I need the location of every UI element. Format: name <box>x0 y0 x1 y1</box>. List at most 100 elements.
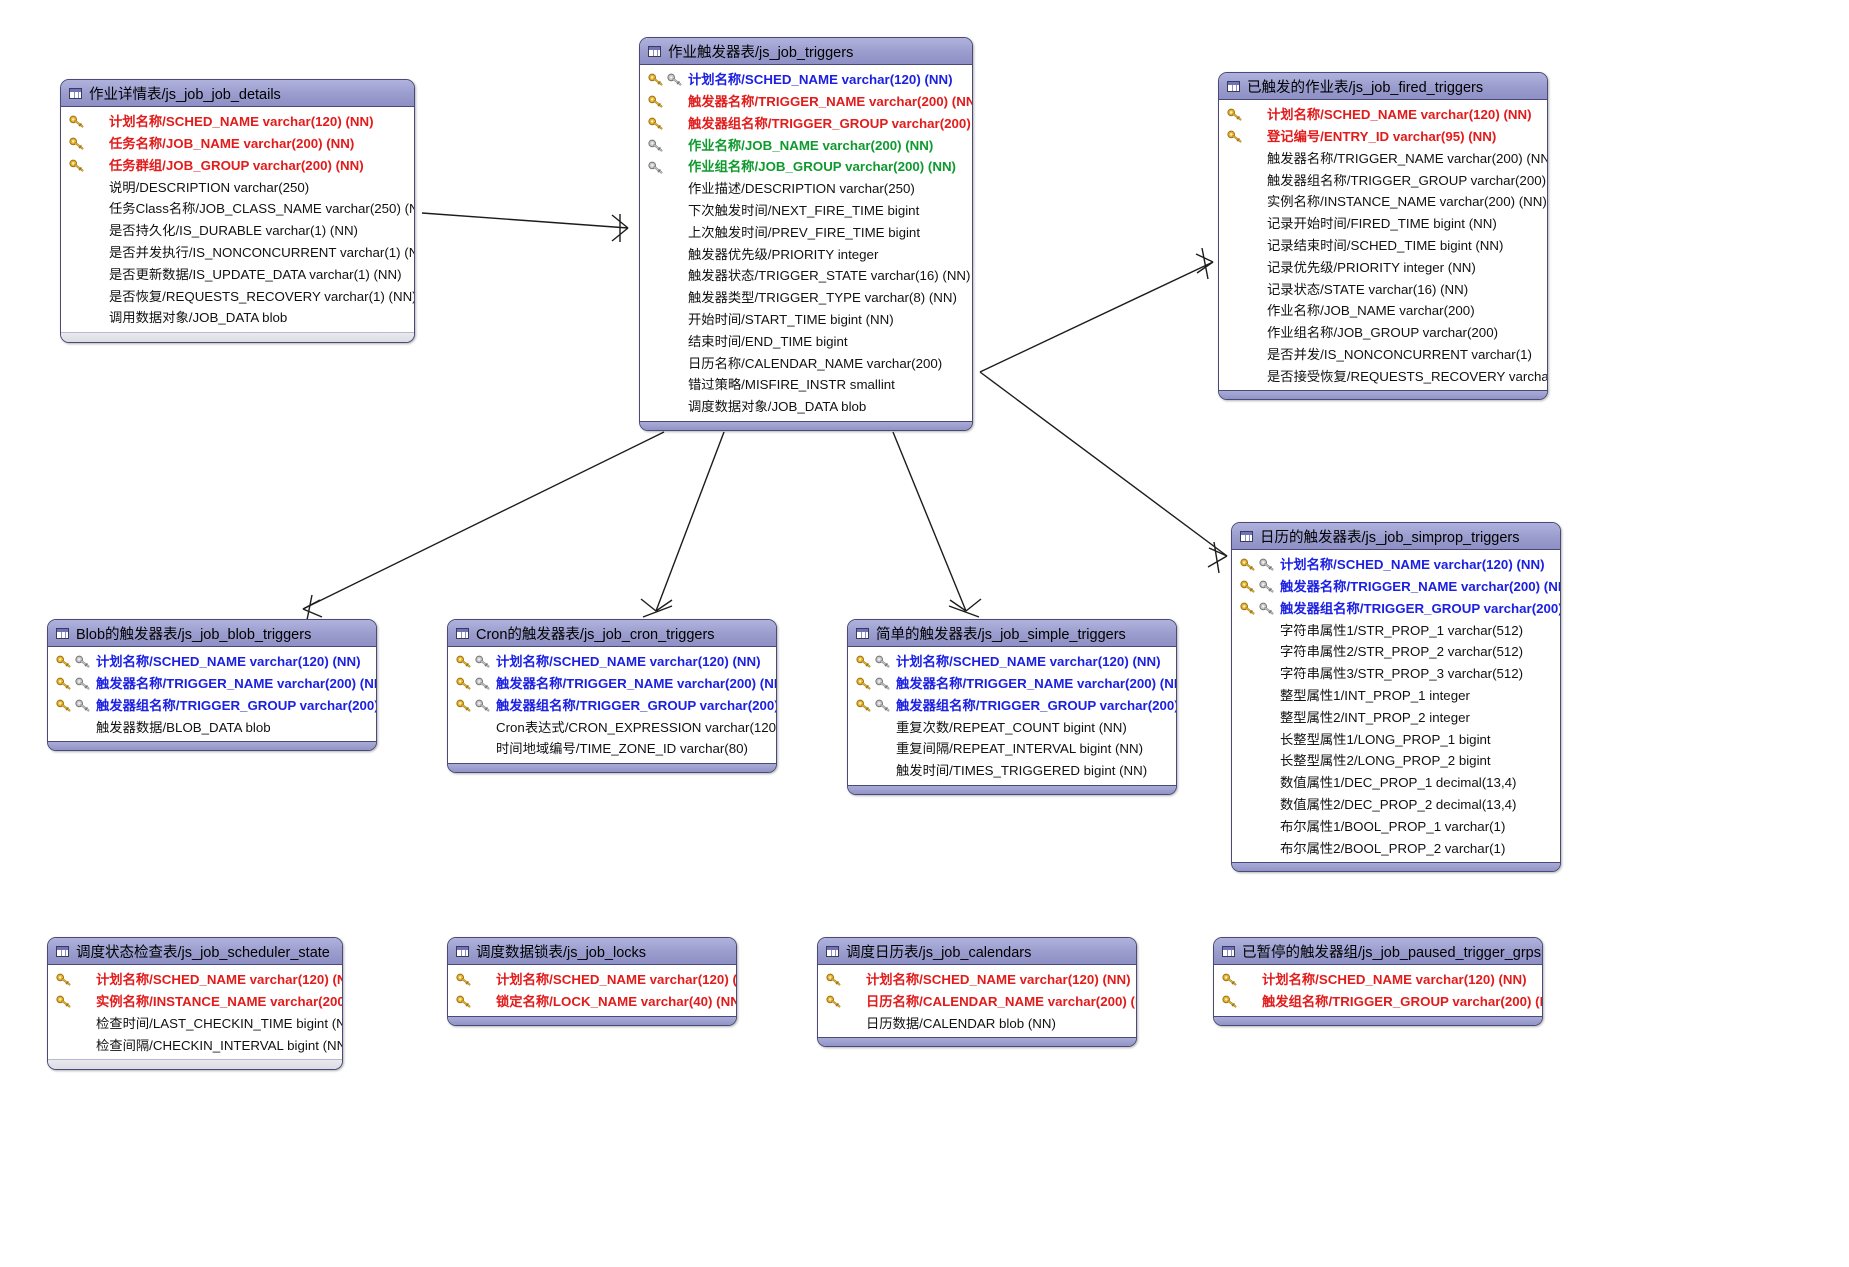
attribute-row[interactable]: 说明/DESCRIPTION varchar(250) <box>61 176 414 198</box>
attribute-row[interactable]: 开始时间/START_TIME bigint (NN) <box>640 309 972 331</box>
attribute-row[interactable]: 实例名称/INSTANCE_NAME varchar(200) (NN) <box>1219 191 1547 213</box>
attribute-row[interactable]: 长整型属性1/LONG_PROP_1 bigint <box>1232 728 1560 750</box>
attribute-row[interactable]: 触发器组名称/TRIGGER_GROUP varchar(200) (NN) <box>1232 598 1560 620</box>
entity-calendars[interactable]: 调度日历表/js_job_calendars 计划名称/SCHED_NAME va… <box>817 937 1137 1048</box>
attribute-row[interactable]: 检查时间/LAST_CHECKIN_TIME bigint (NN) <box>48 1013 342 1035</box>
entity-header-job_details[interactable]: 作业详情表/js_job_job_details <box>61 80 414 107</box>
attribute-row[interactable]: 计划名称/SCHED_NAME varchar(120) (NN) <box>1219 104 1547 126</box>
entity-header-blob_triggers[interactable]: Blob的触发器表/js_job_blob_triggers <box>48 620 376 647</box>
attribute-row[interactable]: 长整型属性2/LONG_PROP_2 bigint <box>1232 750 1560 772</box>
attribute-row[interactable]: 任务名称/JOB_NAME varchar(200) (NN) <box>61 133 414 155</box>
attribute-row[interactable]: 触发组名称/TRIGGER_GROUP varchar(200) (NN) <box>1214 991 1542 1013</box>
attribute-row[interactable]: 记录结束时间/SCHED_TIME bigint (NN) <box>1219 235 1547 257</box>
attribute-row[interactable]: 计划名称/SCHED_NAME varchar(120) (NN) <box>48 651 376 673</box>
attribute-row[interactable]: 整型属性1/INT_PROP_1 integer <box>1232 685 1560 707</box>
attribute-row[interactable]: 实例名称/INSTANCE_NAME varchar(200) (NN) <box>48 991 342 1013</box>
attribute-row[interactable]: Cron表达式/CRON_EXPRESSION varchar(120) (NN… <box>448 716 776 738</box>
attribute-row[interactable]: 是否接受恢复/REQUESTS_RECOVERY varchar(1) <box>1219 366 1547 388</box>
entity-cron_triggers[interactable]: Cron的触发器表/js_job_cron_triggers 计划名称/SCHED… <box>447 619 777 773</box>
attribute-row[interactable]: 结束时间/END_TIME bigint <box>640 331 972 353</box>
attribute-row[interactable]: 字符串属性3/STR_PROP_3 varchar(512) <box>1232 663 1560 685</box>
attribute-row[interactable]: 触发器优先级/PRIORITY integer <box>640 243 972 265</box>
attribute-row[interactable]: 字符串属性2/STR_PROP_2 varchar(512) <box>1232 641 1560 663</box>
attribute-row[interactable]: 调度数据对象/JOB_DATA blob <box>640 396 972 418</box>
attribute-row[interactable]: 作业组名称/JOB_GROUP varchar(200) <box>1219 322 1547 344</box>
attribute-row[interactable]: 作业组名称/JOB_GROUP varchar(200) (NN) <box>640 156 972 178</box>
attribute-row[interactable]: 布尔属性2/BOOL_PROP_2 varchar(1) <box>1232 837 1560 859</box>
entity-header-fired_triggers[interactable]: 已触发的作业表/js_job_fired_triggers <box>1219 73 1547 100</box>
attribute-row[interactable]: 触发器名称/TRIGGER_NAME varchar(200) (NN) <box>640 91 972 113</box>
attribute-row[interactable]: 上次触发时间/PREV_FIRE_TIME bigint <box>640 222 972 244</box>
attribute-row[interactable]: 日历数据/CALENDAR blob (NN) <box>818 1013 1136 1035</box>
attribute-row[interactable]: 是否并发/IS_NONCONCURRENT varchar(1) <box>1219 344 1547 366</box>
attribute-row[interactable]: 触发器名称/TRIGGER_NAME varchar(200) (NN) <box>48 673 376 695</box>
attribute-row[interactable]: 数值属性2/DEC_PROP_2 decimal(13,4) <box>1232 794 1560 816</box>
attribute-row[interactable]: 数值属性1/DEC_PROP_1 decimal(13,4) <box>1232 772 1560 794</box>
attribute-row[interactable]: 作业描述/DESCRIPTION varchar(250) <box>640 178 972 200</box>
entity-fired_triggers[interactable]: 已触发的作业表/js_job_fired_triggers 计划名称/SCHED_… <box>1218 72 1548 401</box>
attribute-row[interactable]: 触发器状态/TRIGGER_STATE varchar(16) (NN) <box>640 265 972 287</box>
attribute-row[interactable]: 日历名称/CALENDAR_NAME varchar(200) <box>640 352 972 374</box>
attribute-row[interactable]: 字符串属性1/STR_PROP_1 varchar(512) <box>1232 619 1560 641</box>
attribute-row[interactable]: 登记编号/ENTRY_ID varchar(95) (NN) <box>1219 126 1547 148</box>
attribute-row[interactable]: 计划名称/SCHED_NAME varchar(120) (NN) <box>448 969 736 991</box>
attribute-row[interactable]: 触发器名称/TRIGGER_NAME varchar(200) (NN) <box>1219 148 1547 170</box>
entity-header-scheduler_state[interactable]: 调度状态检查表/js_job_scheduler_state <box>48 938 342 965</box>
attribute-row[interactable]: 计划名称/SCHED_NAME varchar(120) (NN) <box>640 69 972 91</box>
attribute-row[interactable]: 触发器名称/TRIGGER_NAME varchar(200) (NN) <box>448 673 776 695</box>
entity-blob_triggers[interactable]: Blob的触发器表/js_job_blob_triggers 计划名称/SCHED… <box>47 619 377 752</box>
attribute-row[interactable]: 触发器组名称/TRIGGER_GROUP varchar(200) (NN) <box>1219 169 1547 191</box>
attribute-row[interactable]: 计划名称/SCHED_NAME varchar(120) (NN) <box>448 651 776 673</box>
entity-header-locks[interactable]: 调度数据锁表/js_job_locks <box>448 938 736 965</box>
attribute-row[interactable]: 触发器组名称/TRIGGER_GROUP varchar(200) (NN) <box>48 695 376 717</box>
entity-job_triggers[interactable]: 作业触发器表/js_job_triggers 计划名称/SCHED_NAME va… <box>639 37 973 431</box>
attribute-row[interactable]: 计划名称/SCHED_NAME varchar(120) (NN) <box>848 651 1176 673</box>
entity-scheduler_state[interactable]: 调度状态检查表/js_job_scheduler_state 计划名称/SCHED… <box>47 937 343 1071</box>
attribute-row[interactable]: 时间地域编号/TIME_ZONE_ID varchar(80) <box>448 738 776 760</box>
attribute-row[interactable]: 记录开始时间/FIRED_TIME bigint (NN) <box>1219 213 1547 235</box>
entity-header-simprop_triggers[interactable]: 日历的触发器表/js_job_simprop_triggers <box>1232 523 1560 550</box>
attribute-row[interactable]: 计划名称/SCHED_NAME varchar(120) (NN) <box>818 969 1136 991</box>
attribute-row[interactable]: 触发时间/TIMES_TRIGGERED bigint (NN) <box>848 760 1176 782</box>
attribute-row[interactable]: 调用数据对象/JOB_DATA blob <box>61 307 414 329</box>
attribute-row[interactable]: 整型属性2/INT_PROP_2 integer <box>1232 707 1560 729</box>
attribute-row[interactable]: 任务群组/JOB_GROUP varchar(200) (NN) <box>61 155 414 177</box>
attribute-row[interactable]: 日历名称/CALENDAR_NAME varchar(200) (NN) <box>818 991 1136 1013</box>
entity-header-simple_triggers[interactable]: 简单的触发器表/js_job_simple_triggers <box>848 620 1176 647</box>
entity-header-job_triggers[interactable]: 作业触发器表/js_job_triggers <box>640 38 972 65</box>
attribute-row[interactable]: 记录优先级/PRIORITY integer (NN) <box>1219 257 1547 279</box>
entity-job_details[interactable]: 作业详情表/js_job_job_details 计划名称/SCHED_NAME … <box>60 79 415 343</box>
attribute-row[interactable]: 触发器组名称/TRIGGER_GROUP varchar(200) (NN) <box>640 113 972 135</box>
attribute-row[interactable]: 重复次数/REPEAT_COUNT bigint (NN) <box>848 716 1176 738</box>
attribute-row[interactable]: 记录状态/STATE varchar(16) (NN) <box>1219 278 1547 300</box>
attribute-row[interactable]: 触发器名称/TRIGGER_NAME varchar(200) (NN) <box>1232 576 1560 598</box>
attribute-row[interactable]: 触发器数据/BLOB_DATA blob <box>48 716 376 738</box>
attribute-row[interactable]: 下次触发时间/NEXT_FIRE_TIME bigint <box>640 200 972 222</box>
attribute-row[interactable]: 是否更新数据/IS_UPDATE_DATA varchar(1) (NN) <box>61 264 414 286</box>
attribute-row[interactable]: 错过策略/MISFIRE_INSTR smallint <box>640 374 972 396</box>
attribute-row[interactable]: 布尔属性1/BOOL_PROP_1 varchar(1) <box>1232 816 1560 838</box>
entity-header-cron_triggers[interactable]: Cron的触发器表/js_job_cron_triggers <box>448 620 776 647</box>
entity-locks[interactable]: 调度数据锁表/js_job_locks 计划名称/SCHED_NAME varch… <box>447 937 737 1026</box>
attribute-row[interactable]: 计划名称/SCHED_NAME varchar(120) (NN) <box>1232 554 1560 576</box>
attribute-row[interactable]: 触发器名称/TRIGGER_NAME varchar(200) (NN) <box>848 673 1176 695</box>
attribute-row[interactable]: 触发器组名称/TRIGGER_GROUP varchar(200) (NN) <box>848 695 1176 717</box>
attribute-row[interactable]: 是否并发执行/IS_NONCONCURRENT varchar(1) (NN) <box>61 242 414 264</box>
attribute-row[interactable]: 计划名称/SCHED_NAME varchar(120) (NN) <box>61 111 414 133</box>
attribute-row[interactable]: 检查间隔/CHECKIN_INTERVAL bigint (NN) <box>48 1034 342 1056</box>
attribute-row[interactable]: 触发器类型/TRIGGER_TYPE varchar(8) (NN) <box>640 287 972 309</box>
entity-header-paused_trigger_grps[interactable]: 已暂停的触发器组/js_job_paused_trigger_grps <box>1214 938 1542 965</box>
entity-header-calendars[interactable]: 调度日历表/js_job_calendars <box>818 938 1136 965</box>
attribute-row[interactable]: 重复间隔/REPEAT_INTERVAL bigint (NN) <box>848 738 1176 760</box>
attribute-row[interactable]: 作业名称/JOB_NAME varchar(200) (NN) <box>640 134 972 156</box>
attribute-row[interactable]: 是否持久化/IS_DURABLE varchar(1) (NN) <box>61 220 414 242</box>
entity-simple_triggers[interactable]: 简单的触发器表/js_job_simple_triggers 计划名称/SCHED… <box>847 619 1177 795</box>
attribute-row[interactable]: 触发器组名称/TRIGGER_GROUP varchar(200) (NN) <box>448 695 776 717</box>
entity-simprop_triggers[interactable]: 日历的触发器表/js_job_simprop_triggers 计划名称/SCHE… <box>1231 522 1561 873</box>
entity-paused_trigger_grps[interactable]: 已暂停的触发器组/js_job_paused_trigger_grps 计划名称/… <box>1213 937 1543 1026</box>
attribute-row[interactable]: 任务Class名称/JOB_CLASS_NAME varchar(250) (N… <box>61 198 414 220</box>
attribute-row[interactable]: 计划名称/SCHED_NAME varchar(120) (NN) <box>48 969 342 991</box>
attribute-row[interactable]: 是否恢复/REQUESTS_RECOVERY varchar(1) (NN) <box>61 285 414 307</box>
attribute-row[interactable]: 锁定名称/LOCK_NAME varchar(40) (NN) <box>448 991 736 1013</box>
attribute-row[interactable]: 计划名称/SCHED_NAME varchar(120) (NN) <box>1214 969 1542 991</box>
